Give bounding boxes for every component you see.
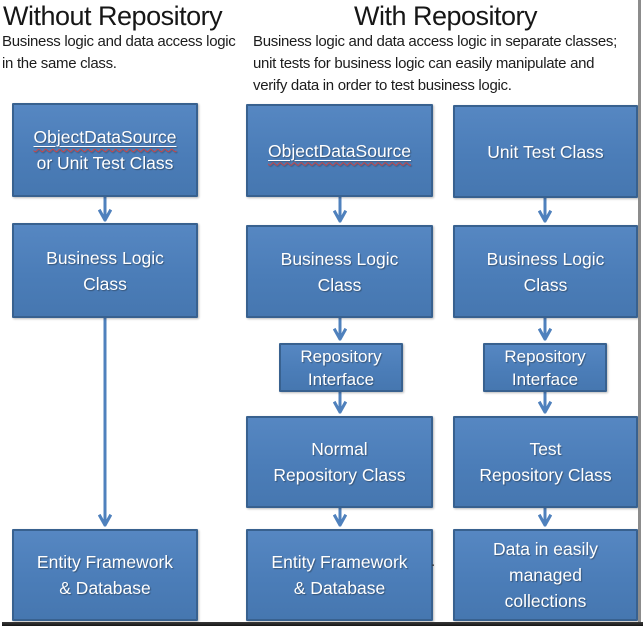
frame-right-border — [638, 0, 641, 623]
objectdatasource-underlined-word: ObjectDataSource — [268, 140, 411, 161]
heading-with-repository: With Repository — [353, 1, 538, 31]
or-unit-test-class-label: or Unit Test Class — [36, 153, 174, 173]
frame-bottom-shadow — [2, 622, 643, 626]
box-normal-repository-class: Normal Repository Class — [246, 416, 433, 508]
stray-period-mark: . — [431, 553, 436, 570]
description-without-repository: Business logic and data access logic in … — [2, 33, 236, 72]
box-data-in-easily-managed-collections: Data in easily managed collections — [453, 529, 638, 621]
box-test-repository-class: Test Repository Class — [453, 416, 638, 508]
objectdatasource-underlined-word: ObjectDataSource — [33, 127, 177, 147]
heading-without-repository: Without Repository — [3, 1, 223, 31]
box-business-logic-class-without: Business Logic Class — [12, 223, 198, 318]
box-unit-test-class: Unit Test Class — [453, 105, 638, 198]
box-entity-framework-database-without: Entity Framework & Database — [12, 529, 198, 621]
box-entity-framework-database-normal: Entity Framework & Database — [246, 529, 433, 621]
box-business-logic-class-test: Business Logic Class — [453, 225, 638, 318]
description-with-repository: Business logic and data access logic in … — [253, 33, 617, 94]
box-objectdatasource-or-unit-test-class: ObjectDataSource or Unit Test Class — [12, 103, 198, 197]
box-repository-interface-normal: Repository Interface — [279, 343, 403, 392]
box-business-logic-class-normal: Business Logic Class — [246, 225, 433, 318]
box-objectdatasource: ObjectDataSource — [246, 104, 433, 197]
box-repository-interface-test: Repository Interface — [483, 343, 607, 392]
